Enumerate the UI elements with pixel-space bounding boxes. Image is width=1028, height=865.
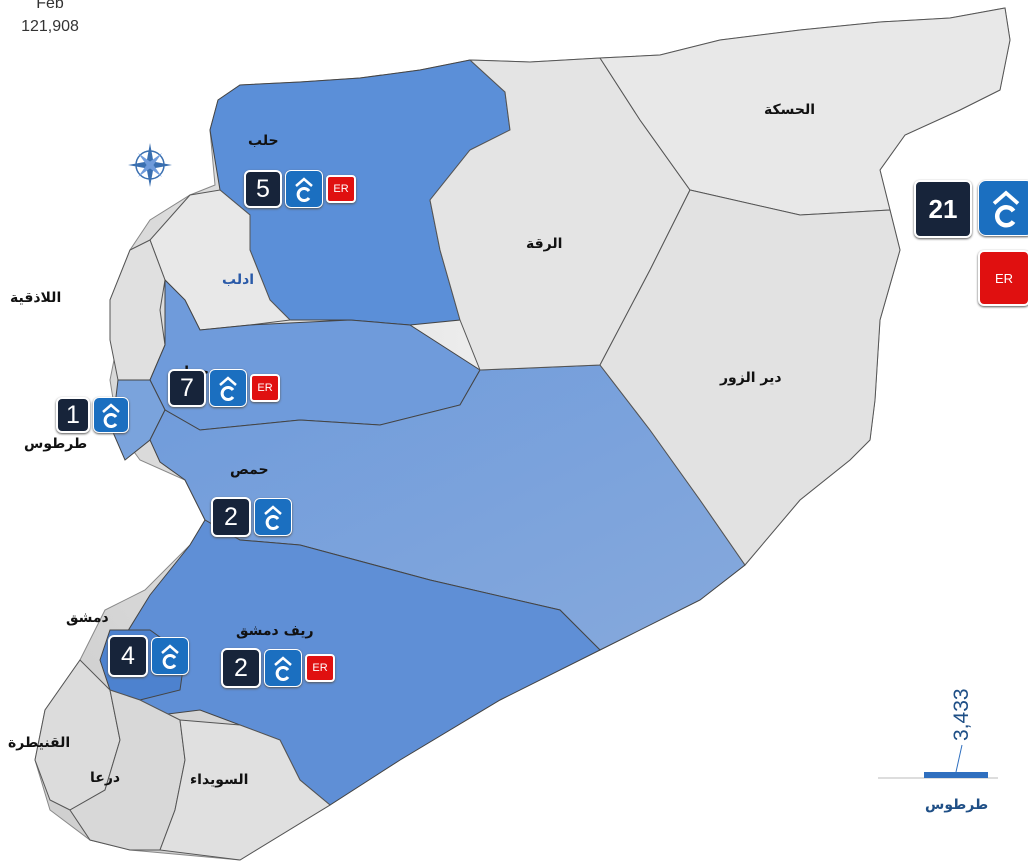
- hama-count[interactable]: 7: [168, 369, 206, 407]
- side-count[interactable]: 21: [914, 180, 972, 238]
- rif-dimashq-count[interactable]: 2: [221, 648, 261, 688]
- deir-ez-zor-region[interactable]: [599, 189, 901, 566]
- daraa-region[interactable]: [69, 689, 186, 851]
- label-deir-ez-zor: دير الزور: [720, 370, 782, 386]
- label-aleppo: حلب: [248, 133, 279, 149]
- compass-rose-icon: [128, 143, 172, 187]
- label-suwayda: السويداء: [190, 772, 249, 788]
- suwayda-region[interactable]: [159, 719, 331, 861]
- er-badge[interactable]: ER: [250, 374, 280, 402]
- label-homs: حمص: [230, 462, 269, 478]
- c-icon[interactable]: [93, 397, 129, 433]
- bar-0: [924, 772, 988, 778]
- label-raqqa: الرقة: [526, 236, 563, 252]
- label-hasakah: الحسكة: [764, 102, 816, 118]
- label-rif-dimashq: ريف دمشق: [236, 623, 314, 639]
- c-icon[interactable]: [978, 180, 1028, 236]
- bar-value-label: 3,433: [950, 688, 973, 741]
- tartus-count[interactable]: 1: [56, 397, 90, 433]
- latakia-region[interactable]: [109, 239, 166, 381]
- er-badge[interactable]: ER: [305, 654, 335, 682]
- label-quneitra: القنيطرة: [8, 735, 71, 751]
- damascus-badges: 4: [108, 635, 189, 677]
- label-latakia: اللاذقية: [10, 290, 62, 306]
- side-bar-chart: [878, 744, 998, 779]
- label-daraa: درعا: [90, 770, 121, 786]
- homs-badges: 2: [211, 497, 292, 537]
- label-tartus: طرطوس: [24, 436, 88, 452]
- bar-category-label: طرطوس: [925, 797, 989, 813]
- c-icon[interactable]: [285, 170, 323, 208]
- c-icon[interactable]: [264, 649, 302, 687]
- label-damascus: دمشق: [66, 610, 109, 626]
- side-badges: 21: [914, 180, 1028, 238]
- aleppo-count[interactable]: 5: [244, 170, 282, 208]
- homs-count[interactable]: 2: [211, 497, 251, 537]
- tartus-badges: 1: [56, 397, 129, 433]
- c-icon[interactable]: [254, 498, 292, 536]
- bar-leader-line: [955, 744, 963, 773]
- damascus-count[interactable]: 4: [108, 635, 148, 677]
- c-icon[interactable]: [209, 369, 247, 407]
- header-total: 121,908: [21, 18, 79, 35]
- aleppo-badges: 5 ER: [244, 170, 356, 208]
- rif-dimashq-badges: 2 ER: [221, 648, 335, 688]
- c-icon[interactable]: [151, 637, 189, 675]
- er-badge[interactable]: ER: [326, 175, 356, 203]
- side-er-badge[interactable]: ER: [978, 250, 1028, 306]
- header-month: Feb: [36, 0, 64, 12]
- hama-badges: 7 ER: [168, 369, 280, 407]
- label-idlib: ادلب: [222, 272, 255, 288]
